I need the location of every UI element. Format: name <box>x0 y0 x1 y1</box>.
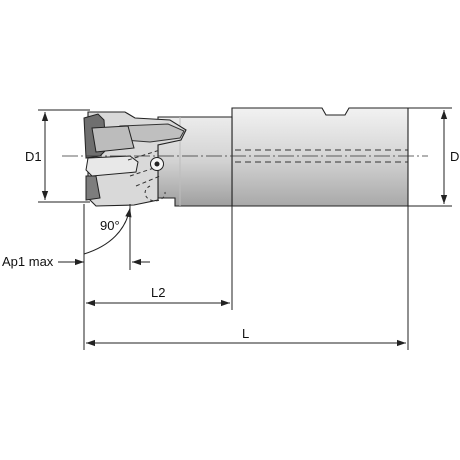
screw-arc <box>144 185 166 202</box>
l2-label: L2 <box>151 285 165 300</box>
clamp-screw-icon <box>150 157 164 171</box>
hidden-coolant-lines <box>127 149 161 187</box>
d-label: D <box>450 149 459 164</box>
angle-label: 90° <box>100 218 120 233</box>
d1-label: D1 <box>25 149 42 164</box>
l-label: L <box>242 326 249 341</box>
ap1-label: Ap1 max <box>2 254 54 269</box>
shank <box>231 107 409 207</box>
angle-arc <box>83 207 132 255</box>
